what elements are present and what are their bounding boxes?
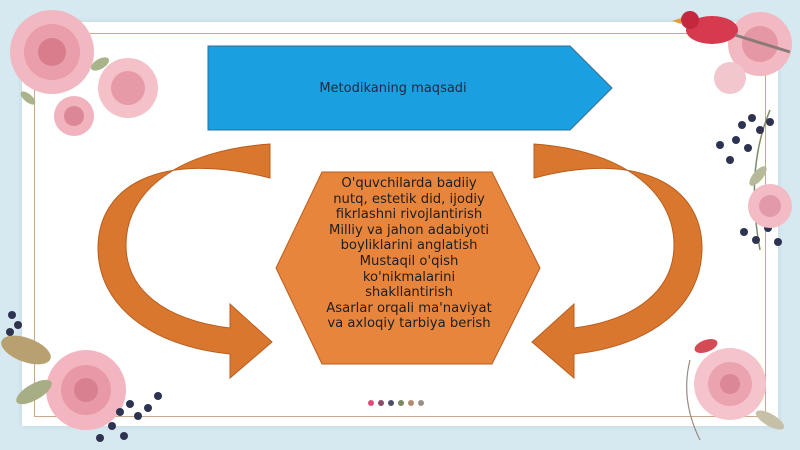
berry-branch-icon bbox=[716, 109, 792, 251]
goal-line: fikrlashni rivojlantirish bbox=[335, 207, 483, 223]
goal-banner bbox=[207, 45, 613, 131]
rose-cluster-icon bbox=[10, 10, 158, 136]
goal-line: Mustaqil o'qish bbox=[359, 253, 459, 269]
pagination-dot[interactable] bbox=[388, 400, 394, 406]
pagination-dot[interactable] bbox=[408, 400, 414, 406]
pagination-dot[interactable] bbox=[378, 400, 384, 406]
pagination-dot[interactable] bbox=[398, 400, 404, 406]
goal-line: O'quvchilarda badiiy bbox=[341, 176, 477, 191]
left-curved-arrow-icon bbox=[97, 143, 273, 380]
goal-line: ko'nikmalarini bbox=[362, 269, 456, 285]
goal-line: Asarlar orqali ma'naviyat bbox=[326, 300, 492, 316]
bird-icon bbox=[672, 11, 792, 94]
goal-line: nutq, estetik did, ijodiy bbox=[333, 191, 485, 207]
pagination-dot[interactable] bbox=[418, 400, 424, 406]
goal-line: boyliklarini anglatish bbox=[340, 238, 478, 254]
rose-cluster-bottom-left-icon bbox=[1, 311, 162, 442]
rose-cluster-bottom-right-icon bbox=[686, 339, 785, 441]
goals-hexagon bbox=[275, 171, 541, 365]
goals-text: O'quvchilarda badiiy nutq, estetik did, … bbox=[305, 176, 513, 354]
pagination-dot[interactable] bbox=[368, 400, 374, 406]
right-curved-arrow-icon bbox=[531, 143, 703, 380]
goal-line: shakllantirish bbox=[365, 285, 453, 301]
goal-line: Milliy va jahon adabiyoti bbox=[328, 222, 490, 238]
goal-line: va axloqiy tarbiya berish bbox=[327, 316, 491, 332]
banner-title: Metodikaning maqsadi bbox=[319, 80, 467, 96]
pagination-dots bbox=[368, 400, 424, 406]
